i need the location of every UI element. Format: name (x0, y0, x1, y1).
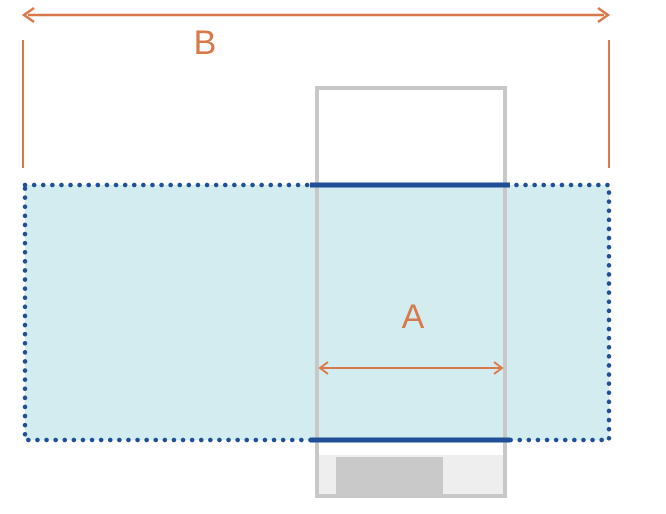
dimension-b-left-arrowhead (21, 6, 35, 24)
dimension-a-label: A (402, 298, 425, 336)
dimension-a: A (318, 298, 504, 375)
window-frame (315, 86, 507, 498)
dimension-b-label: B (194, 24, 217, 62)
dimension-b-right-arrowhead (597, 6, 611, 24)
frame-block (336, 457, 443, 494)
dimension-a-left-arrowhead (318, 361, 329, 375)
dimension-b: B (21, 6, 611, 168)
dimension-a-right-arrowhead (493, 361, 504, 375)
frame-outline (315, 86, 507, 498)
